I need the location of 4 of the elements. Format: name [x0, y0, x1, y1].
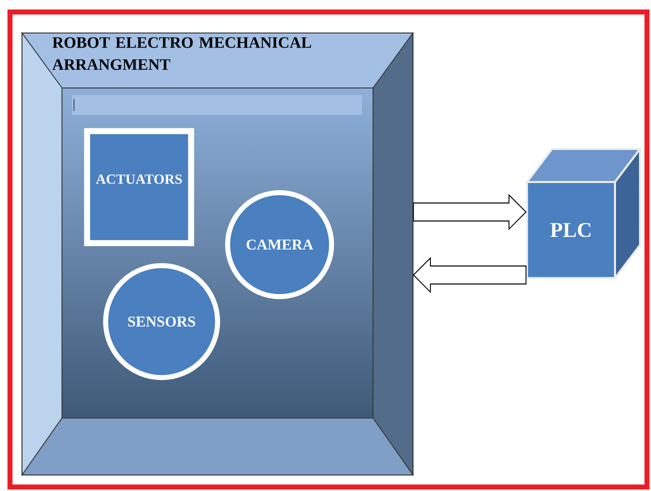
- block-arrow: [412, 256, 526, 294]
- box-title: ROBOT ELECTRO MECHANICAL ARRANGMENT: [52, 37, 312, 70]
- block-arrow: [412, 194, 527, 230]
- component-box: ACTUATORS: [84, 128, 194, 246]
